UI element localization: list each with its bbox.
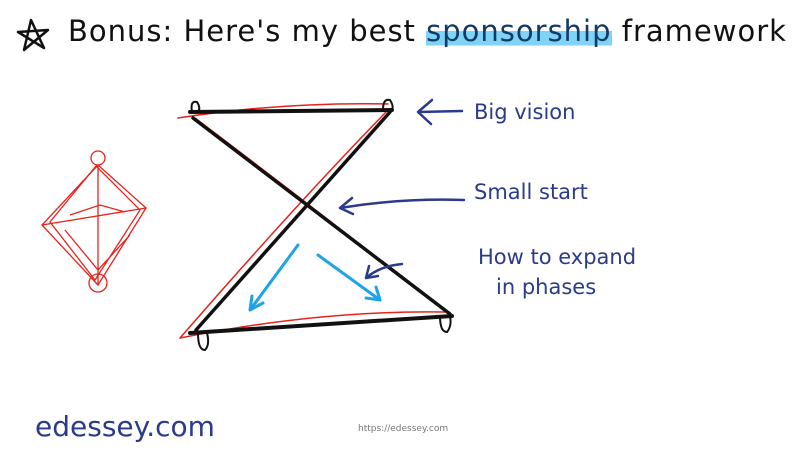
label-expand-line1: How to expand	[478, 245, 637, 269]
star-icon	[16, 18, 50, 52]
label-big-vision: Big vision	[474, 100, 576, 124]
label-expand-line2: in phases	[496, 275, 597, 299]
footer-url[interactable]: https://edessey.com	[358, 424, 449, 434]
expand-arrows	[248, 243, 382, 312]
title-suffix: framework	[621, 14, 787, 48]
title-highlight: sponsorship	[426, 14, 612, 48]
title-prefix: Bonus: Here's my best	[68, 14, 416, 48]
hourglass-diagram	[177, 98, 454, 352]
label-small-start: Small start	[474, 180, 588, 204]
arrow-expand-icon	[364, 262, 404, 280]
arrow-big-vision-icon	[416, 98, 464, 126]
brand-logo: edessey.com	[35, 410, 215, 443]
arrow-small-start-icon	[338, 196, 466, 216]
page-title: Bonus: Here's my best sponsorship framew…	[68, 14, 787, 48]
red-sketch-figure	[41, 150, 147, 293]
